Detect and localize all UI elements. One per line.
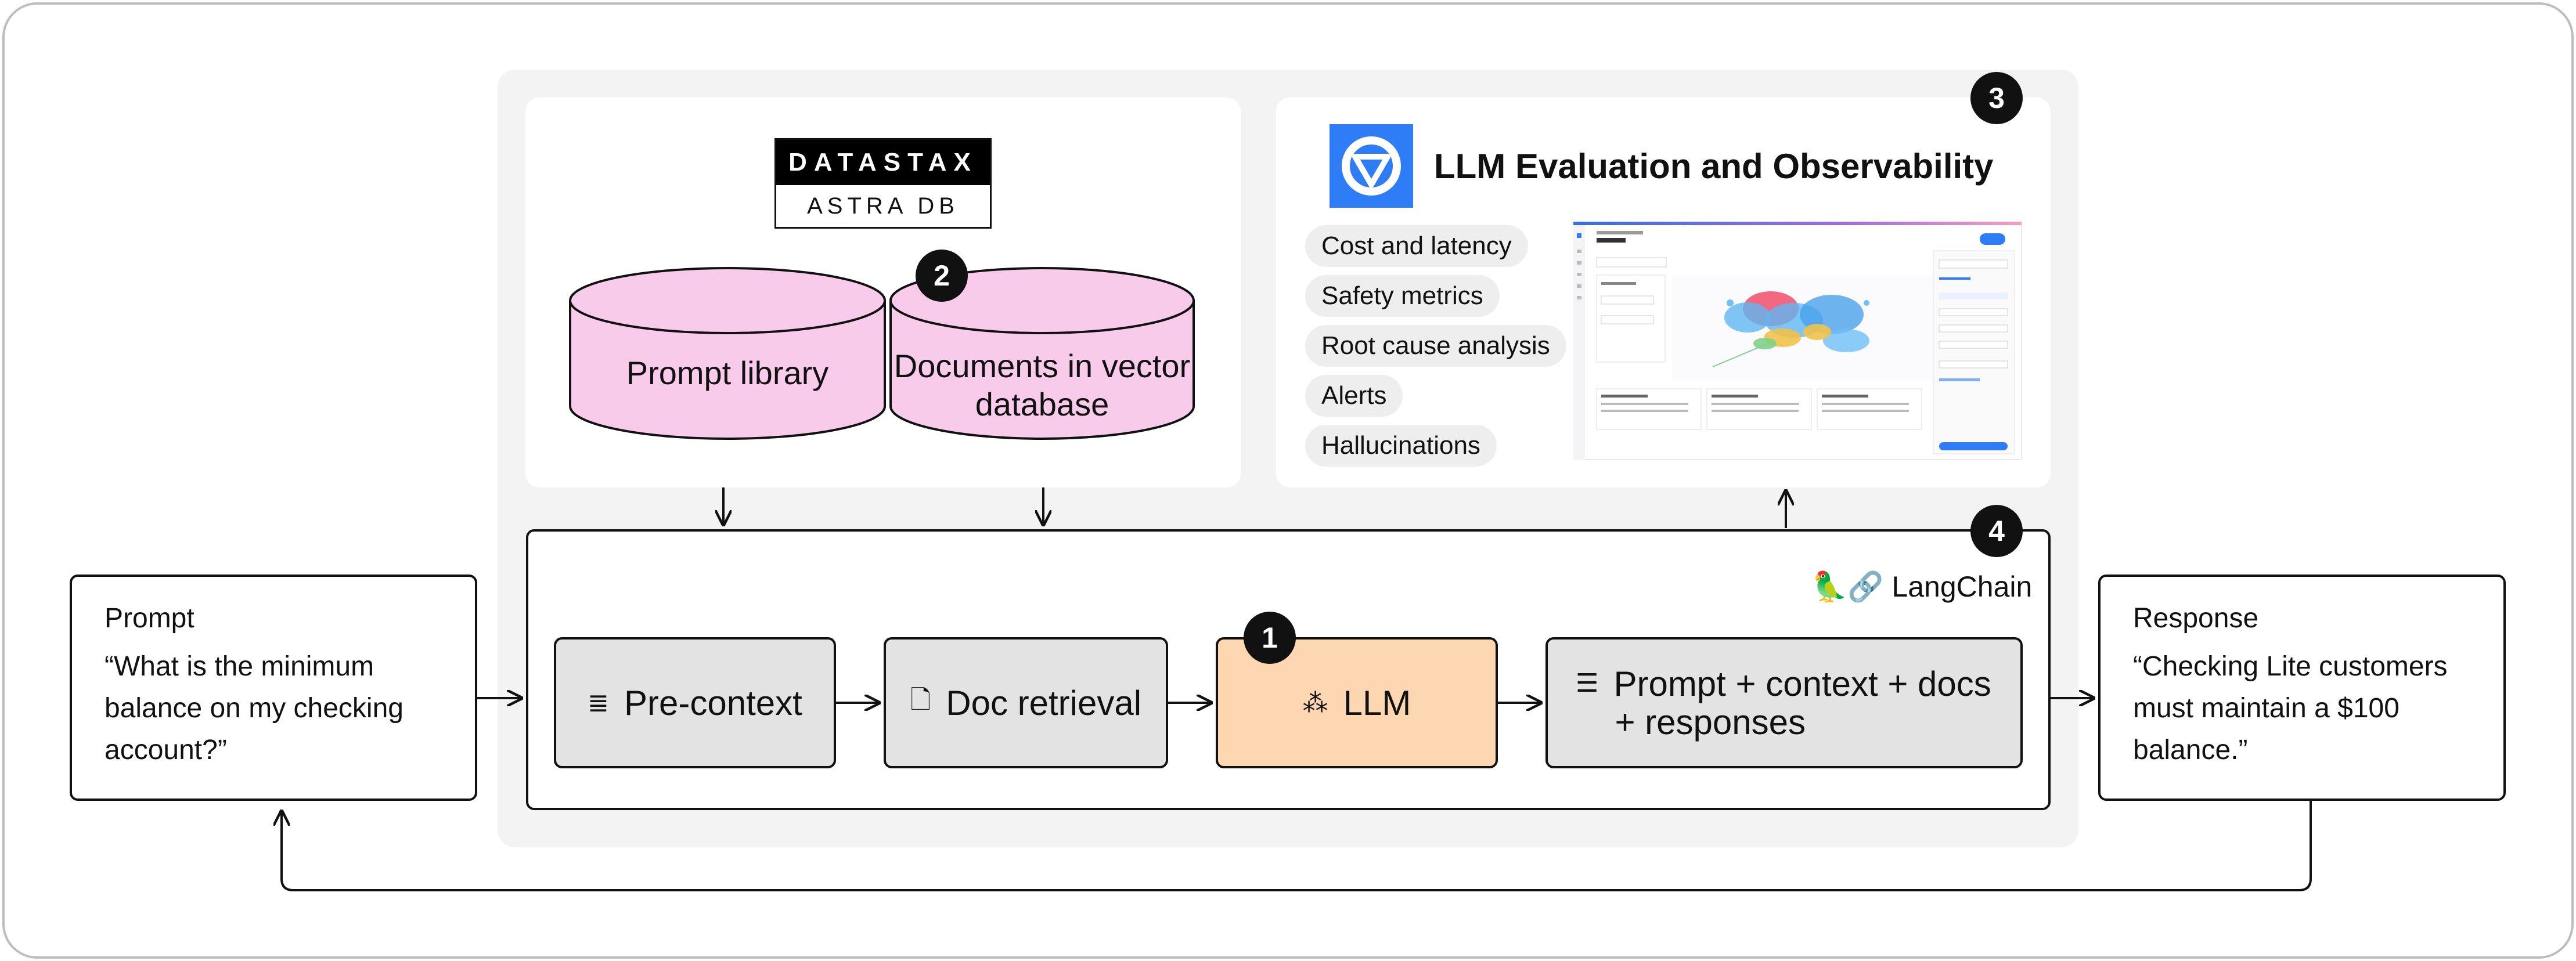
doc-retrieval-label: Doc retrieval — [946, 683, 1142, 722]
prompt-text: “What is the minimum balance on my check… — [105, 651, 403, 765]
datastax-logo: DATASTAX ASTRA DB — [774, 138, 992, 229]
evaluation-logo-icon — [1330, 124, 1413, 208]
pill-cost-latency: Cost and latency — [1305, 225, 1528, 267]
step-badge-2: 2 — [916, 250, 968, 302]
pill-safety-metrics: Safety metrics — [1305, 275, 1500, 317]
response-box: Response “Checking Lite customers must m… — [2098, 575, 2506, 801]
step-combined-context: ☰ Prompt + context + docs + responses — [1545, 637, 2023, 768]
pill-hallucinations: Hallucinations — [1305, 425, 1497, 467]
llm-label: LLM — [1343, 683, 1411, 722]
vector-database-cylinder — [889, 267, 1195, 440]
prompt-title: Prompt — [105, 603, 194, 634]
prompt-library-cylinder — [569, 267, 886, 440]
response-title: Response — [2133, 603, 2259, 634]
vector-database-label: Documents in vector database — [894, 348, 1191, 422]
prompt-box: Prompt “What is the minimum balance on m… — [70, 575, 477, 801]
stacked-lines-icon: ☰ — [1576, 669, 1599, 698]
datastax-brand-text: DATASTAX — [776, 140, 990, 185]
dashboard-thumbnail — [1573, 222, 2022, 460]
precontext-label: Pre-context — [624, 683, 802, 722]
llm-cluster-icon: ⁂ — [1302, 688, 1328, 717]
langchain-parrot-link-icon: 🦜🔗 — [1811, 570, 1884, 603]
step-llm: ⁂ LLM — [1216, 637, 1498, 768]
combined-label-line2: + responses — [1615, 703, 1806, 742]
response-text: “Checking Lite customers must maintain a… — [2133, 651, 2448, 765]
combined-label: Prompt + context + docs + responses — [1613, 665, 1991, 742]
astra-db-text: ASTRA DB — [807, 193, 959, 219]
observability-title: LLM Evaluation and Observability — [1434, 147, 1994, 186]
document-icon: 🗋 — [910, 685, 931, 714]
langchain-label: LangChain — [1892, 570, 2033, 603]
step-doc-retrieval: 🗋 Doc retrieval — [884, 637, 1168, 768]
pill-alerts: Alerts — [1305, 375, 1403, 417]
step-badge-3: 3 — [1970, 72, 2023, 124]
langchain-logo: 🦜🔗 LangChain — [1811, 570, 2032, 604]
step-precontext: ≣ Pre-context — [554, 637, 836, 768]
list-lines-icon: ≣ — [588, 688, 610, 717]
pill-root-cause: Root cause analysis — [1305, 325, 1566, 367]
combined-label-line1: Prompt + context + docs — [1613, 664, 1991, 703]
prompt-library-label: Prompt library — [626, 355, 829, 391]
step-badge-1: 1 — [1244, 612, 1296, 664]
step-badge-4: 4 — [1970, 505, 2023, 557]
